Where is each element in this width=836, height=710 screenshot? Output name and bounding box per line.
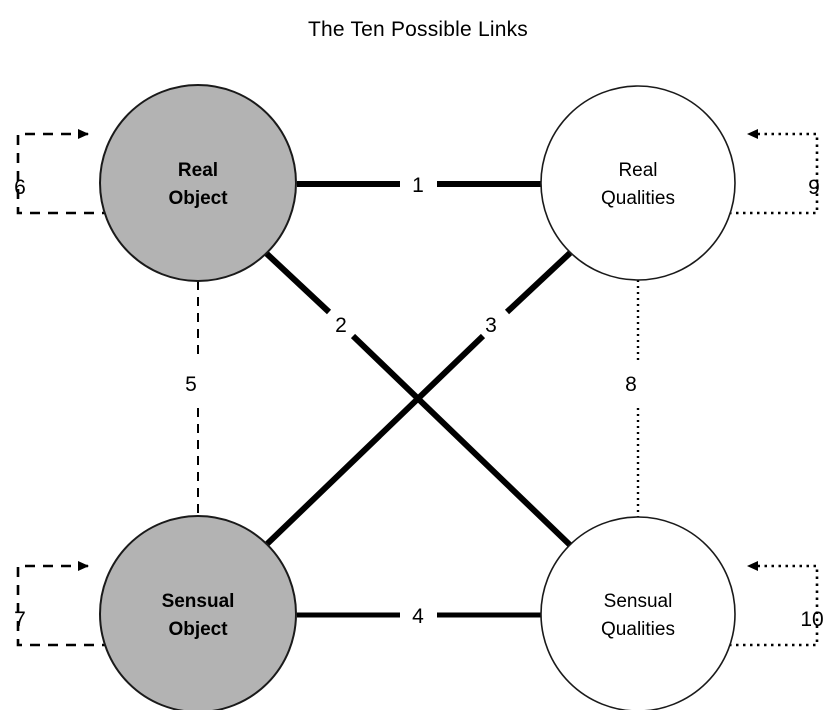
- node-sensual-object[interactable]: Sensual Object: [99, 515, 297, 710]
- self-loop-10[interactable]: 10: [722, 561, 824, 647]
- self-loop-10-label: 10: [800, 608, 823, 631]
- node-sensual-object-circle: [99, 515, 297, 710]
- link-4-label: 4: [412, 605, 424, 628]
- node-sensual-qualities-line1: Sensual: [604, 591, 673, 612]
- self-loop-10-path: [722, 561, 819, 647]
- node-real-object-line1: Real: [178, 160, 218, 181]
- self-loop-6-label: 6: [14, 176, 26, 199]
- link-8-label: 8: [625, 373, 637, 396]
- node-real-object[interactable]: Real Object: [99, 84, 297, 282]
- node-real-object-circle: [99, 84, 297, 282]
- node-sensual-object-line1: Sensual: [162, 591, 235, 612]
- link-5-label: 5: [185, 373, 197, 396]
- link-3-segment-lower: [263, 333, 486, 548]
- link-2[interactable]: 2: [263, 250, 573, 548]
- link-8[interactable]: 8: [625, 280, 640, 517]
- node-real-qualities[interactable]: Real Qualities: [540, 85, 736, 281]
- self-loop-6-path: [16, 129, 112, 215]
- self-loop-7-path: [16, 561, 112, 647]
- self-loop-7[interactable]: 7: [14, 561, 112, 647]
- node-real-object-line2: Object: [168, 188, 228, 209]
- node-sensual-qualities-line2: Qualities: [601, 619, 675, 640]
- link-2-label: 2: [335, 314, 347, 337]
- node-real-qualities-circle: [540, 85, 736, 281]
- node-sensual-qualities[interactable]: Sensual Qualities: [540, 516, 736, 710]
- link-4[interactable]: 4: [297, 605, 541, 628]
- link-5[interactable]: 5: [185, 281, 199, 516]
- link-3-segment-upper: [504, 250, 573, 315]
- self-loop-9-label: 9: [808, 176, 820, 199]
- link-1-label: 1: [412, 174, 424, 197]
- node-sensual-qualities-circle: [540, 516, 736, 710]
- link-1[interactable]: 1: [297, 174, 541, 197]
- self-loop-9-path: [722, 129, 819, 215]
- node-real-qualities-line2: Qualities: [601, 188, 675, 209]
- self-loop-9[interactable]: 9: [722, 129, 820, 215]
- link-2-segment-lower: [350, 333, 573, 548]
- link-3-label: 3: [485, 314, 497, 337]
- link-2-segment-upper: [263, 250, 332, 315]
- node-real-qualities-line1: Real: [618, 160, 657, 181]
- page-title: The Ten Possible Links: [308, 18, 528, 41]
- node-sensual-object-line2: Object: [168, 619, 228, 640]
- self-loop-6[interactable]: 6: [14, 129, 112, 215]
- link-3[interactable]: 3: [263, 250, 573, 548]
- self-loop-7-label: 7: [14, 608, 26, 631]
